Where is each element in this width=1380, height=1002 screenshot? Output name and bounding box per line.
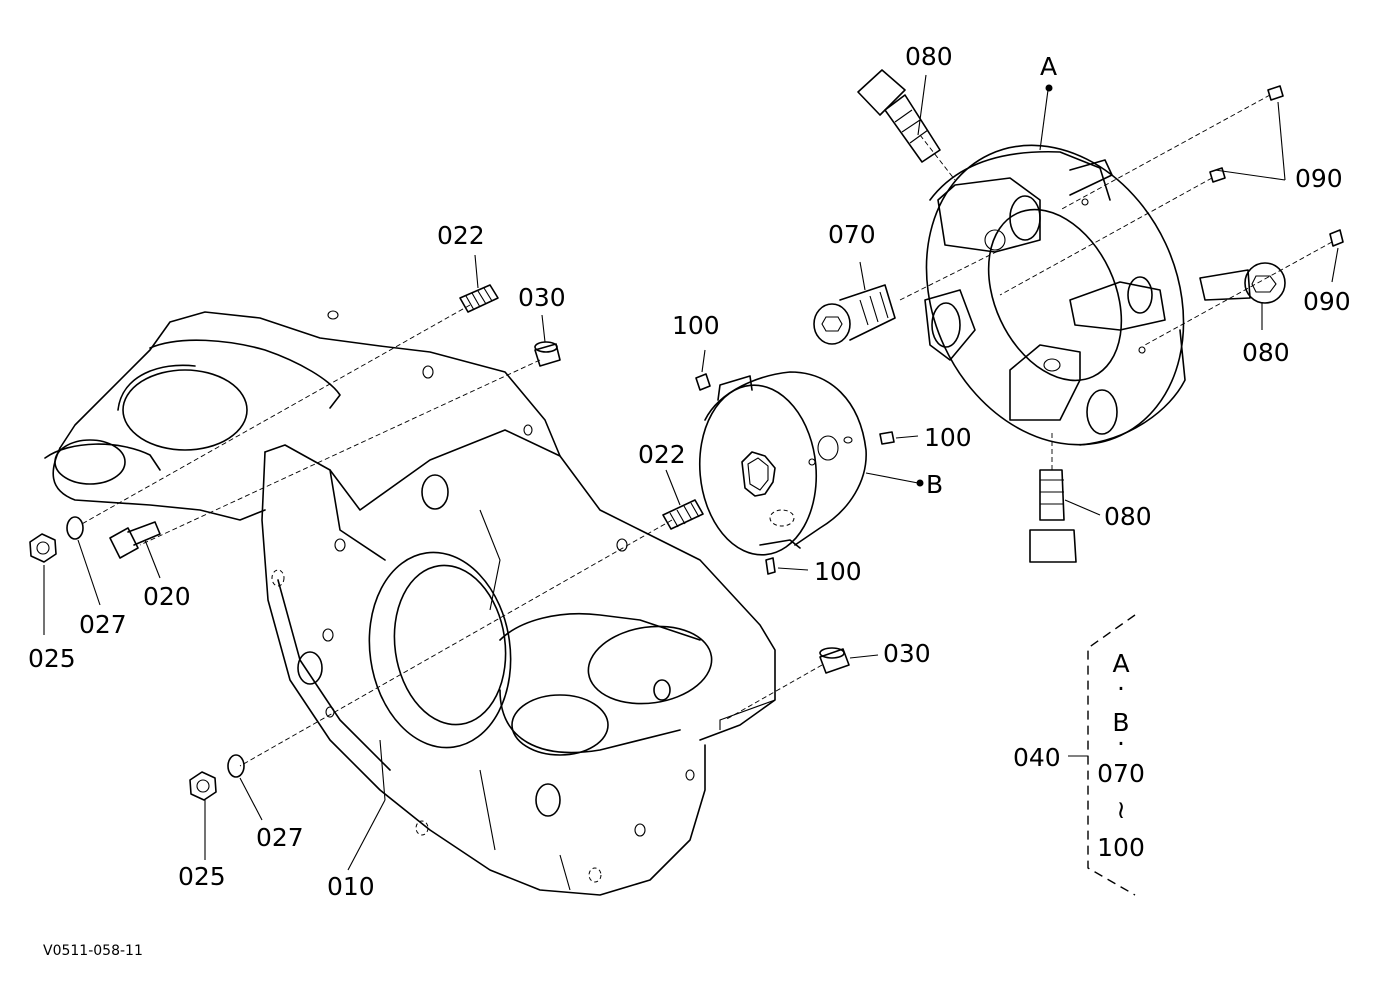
callout-030-upper: 030 — [518, 283, 566, 312]
flywheel-housing — [44, 310, 776, 896]
callout-090-right: 090 — [1303, 287, 1351, 316]
bolt-080-top — [857, 69, 941, 163]
callout-027-lower: 027 — [256, 823, 304, 852]
callout-025-upper: 025 — [28, 644, 76, 673]
coupling-hub — [698, 371, 867, 556]
bolt-070 — [813, 284, 896, 345]
callout-025-lower: 025 — [178, 862, 226, 891]
bolt-020 — [109, 521, 161, 559]
assembly-center-lines — [79, 94, 1333, 767]
nut-025-lower — [189, 771, 217, 801]
group-member-dot-1: · — [1117, 674, 1125, 703]
callout-leaders — [43, 74, 1339, 871]
group-member-070: 070 — [1097, 759, 1145, 788]
pin-100-top — [695, 373, 711, 391]
callout-080-bottom: 080 — [1104, 502, 1152, 531]
callout-ref-b: B — [926, 470, 943, 499]
ref-a-dot — [1045, 84, 1053, 92]
group-member-100: 100 — [1097, 833, 1145, 862]
drawing-code: V0511-058-11 — [43, 943, 143, 959]
bolt-080-right — [1199, 262, 1286, 304]
callout-100-right: 100 — [924, 423, 972, 452]
ref-b-dot — [916, 479, 924, 487]
group-member-b: B — [1112, 708, 1129, 737]
callout-labels: 022 030 022 030 020 027 025 027 025 010 … — [28, 42, 1351, 901]
callout-090-top: 090 — [1295, 164, 1343, 193]
washer-027-lower — [227, 754, 245, 778]
callout-080-top: 080 — [905, 42, 953, 71]
callout-100-top: 100 — [672, 311, 720, 340]
bolt-080-bottom — [1029, 469, 1077, 563]
washer-027-upper — [66, 516, 84, 540]
group-member-range: ≀ — [1116, 795, 1125, 824]
dowel-030-upper — [534, 341, 561, 367]
callout-022-upper: 022 — [437, 221, 485, 250]
callout-080-right: 080 — [1242, 338, 1290, 367]
callout-027-upper: 027 — [79, 610, 127, 639]
callout-010: 010 — [327, 872, 375, 901]
group-part-number: 040 — [1013, 743, 1061, 772]
group-member-a: A — [1112, 649, 1129, 678]
stud-022-lower — [662, 499, 704, 530]
callout-020: 020 — [143, 582, 191, 611]
elastic-coupling — [924, 144, 1186, 446]
callout-100-bottom: 100 — [814, 557, 862, 586]
assembly-group-040: 040 A · B · 070 ≀ 100 — [1013, 614, 1145, 896]
stud-022-upper — [459, 284, 499, 313]
callout-030-lower: 030 — [883, 639, 931, 668]
nut-025-upper — [29, 533, 57, 563]
dowel-030-lower — [819, 647, 850, 674]
callout-ref-a: A — [1040, 52, 1057, 81]
pin-090-mid — [1209, 167, 1226, 183]
pin-090-top — [1267, 85, 1284, 101]
pin-100-right — [843, 431, 895, 445]
callout-070: 070 — [828, 220, 876, 249]
group-member-dot-2: · — [1117, 729, 1125, 758]
pin-100-bottom — [765, 557, 776, 575]
pin-090-right — [1329, 229, 1344, 247]
callout-022-lower: 022 — [638, 440, 686, 469]
